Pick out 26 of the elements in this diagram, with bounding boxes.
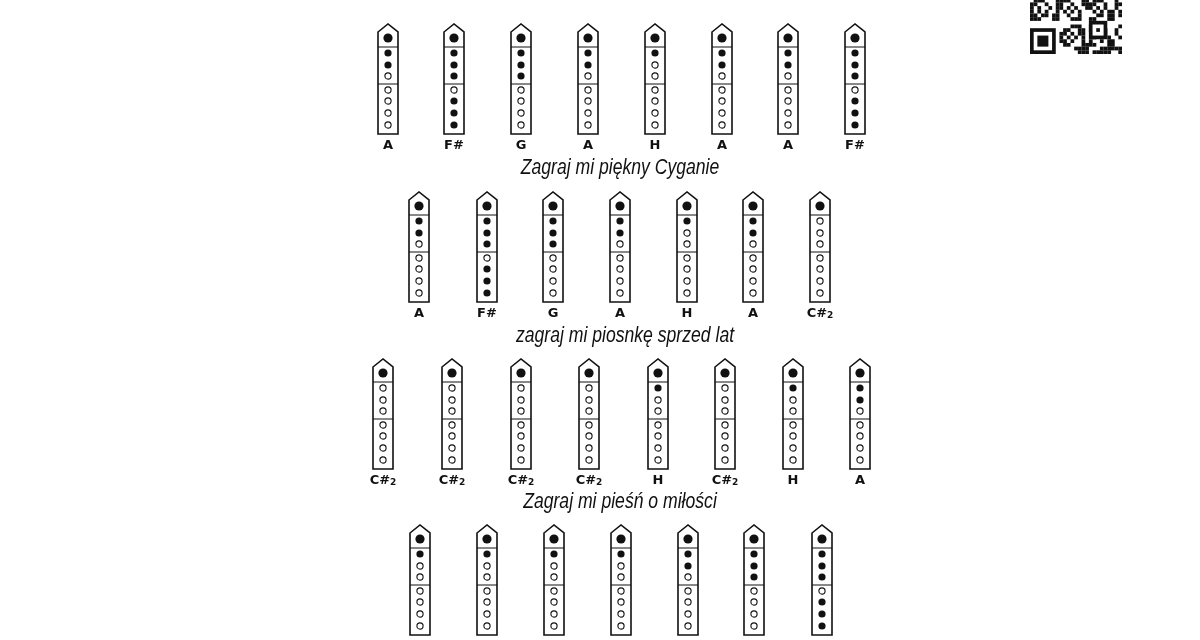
note-label: C#$_{2}$ [369,472,397,487]
note-label: F# [845,137,865,152]
note-label: C#$_{2}$ [438,472,466,487]
note-label: F# [477,305,497,320]
note-label: A [614,305,626,320]
lyric-line: Zagraj mi piękny Cyganie [520,155,720,179]
note-label: A [413,305,425,320]
lyric-line: Zagraj mi pieśń o miłości [523,489,717,513]
note-label: H [787,472,799,487]
note-label: A [716,137,728,152]
note-label: A [747,305,759,320]
note-label: A [582,137,594,152]
note-label: F# [444,137,464,152]
note-label: A [382,137,394,152]
note-label: H [649,137,661,152]
note-label: C#$_{2}$ [507,472,535,487]
note-label: A [782,137,794,152]
note-label: C#$_{2}$ [806,305,834,320]
note-label: H [652,472,664,487]
note-label: C#$_{2}$ [711,472,739,487]
note-label: H [681,305,693,320]
lyric-line: zagraj mi piosnkę sprzed lat [515,323,735,347]
note-label: G [515,137,527,152]
note-label: C#$_{2}$ [575,472,603,487]
note-label: A [854,472,866,487]
note-label: G [547,305,559,320]
